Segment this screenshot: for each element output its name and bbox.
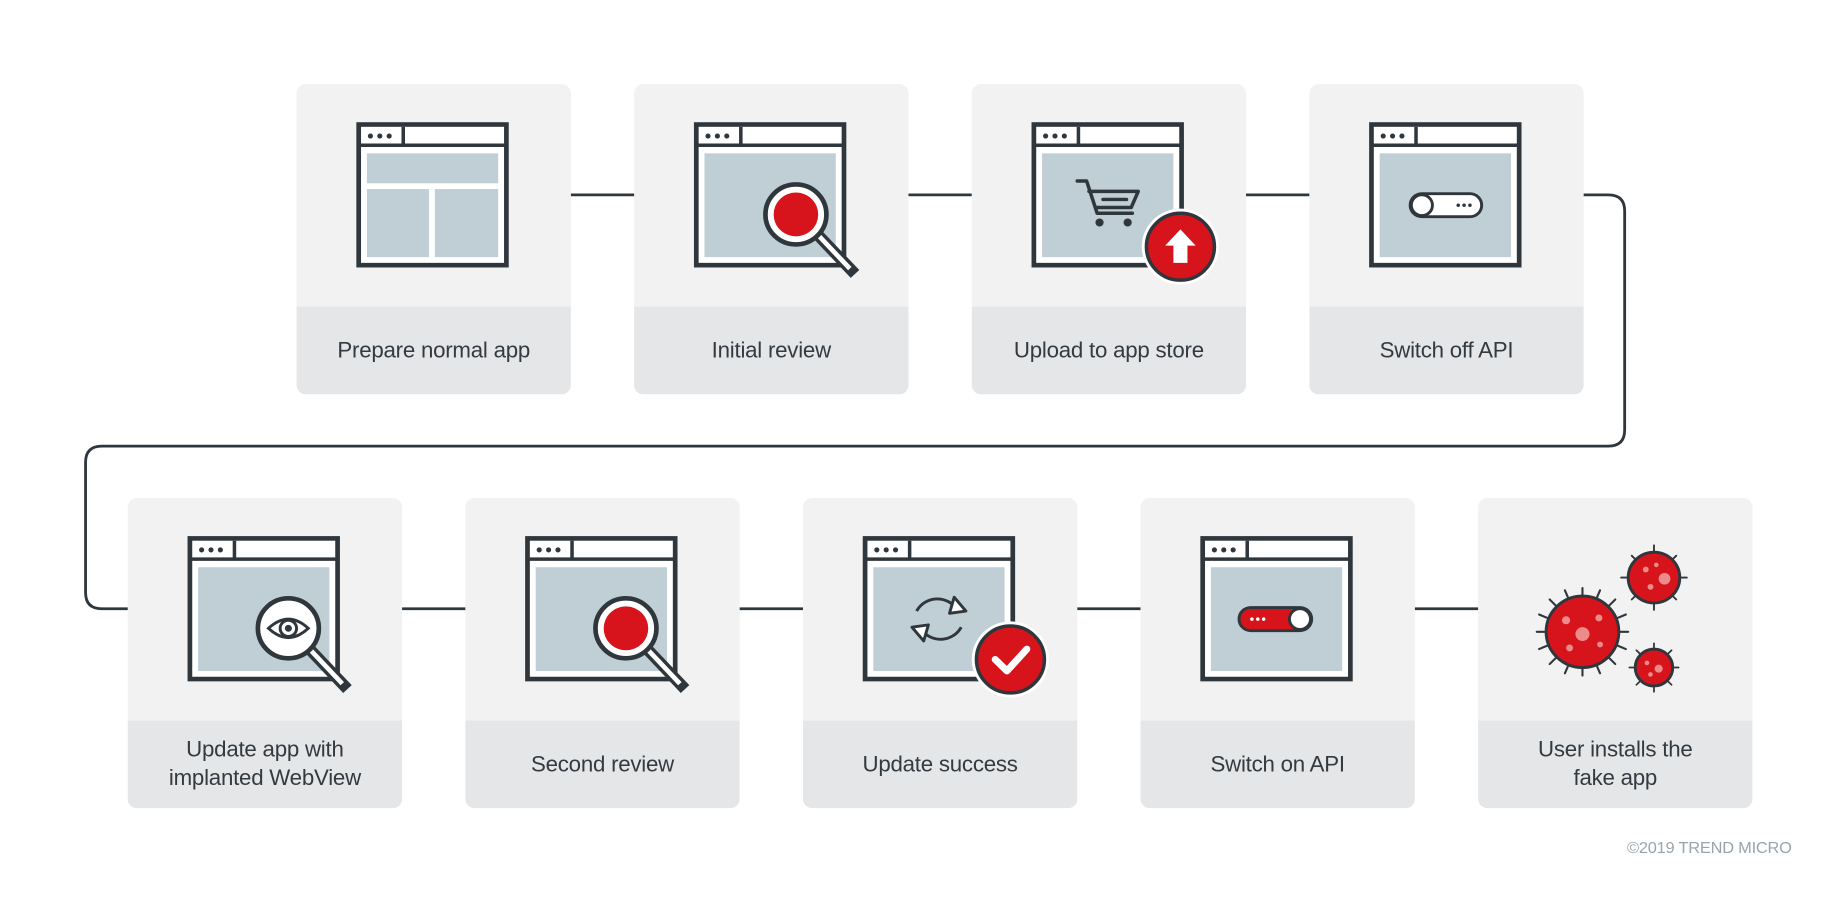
arrow-4-5 xyxy=(84,193,1627,611)
magnifier-window-icon xyxy=(693,122,860,278)
step-card-upload-to-app-store: Upload to app store xyxy=(971,84,1247,395)
step-label-area: Prepare normal app xyxy=(296,306,571,395)
eye-magnifier-window-icon xyxy=(187,536,352,693)
virus-icon xyxy=(1535,544,1688,693)
step-label-area: Switch off API xyxy=(1309,306,1584,395)
step-card-initial-review: Initial review xyxy=(634,84,909,395)
step-card-switch-off-api: Switch off API xyxy=(1309,84,1584,395)
step-label: Switch off API xyxy=(1379,338,1514,363)
check-icon xyxy=(991,645,1031,675)
step-label-area: Second review xyxy=(465,720,740,809)
toggle-on-window-icon xyxy=(1200,536,1353,682)
step-label: Switch on API xyxy=(1210,752,1345,777)
step-label-area: Update success xyxy=(802,720,1078,809)
step-label-area: Initial review xyxy=(634,306,909,395)
step-label: Second review xyxy=(530,752,675,777)
step-label-area: User installs the fake app xyxy=(1478,720,1753,809)
step-label: Prepare normal app xyxy=(337,338,531,363)
step-label: Update success xyxy=(862,752,1018,777)
step-card-switch-on-api: Switch on API xyxy=(1140,498,1415,809)
copyright-text: ©2019 TREND MICRO xyxy=(1627,838,1792,857)
step-label-area: Upload to app store xyxy=(971,306,1247,395)
refresh-check-window-icon xyxy=(862,536,1050,698)
cart-upload-window-icon xyxy=(1031,122,1220,285)
layout-window-icon xyxy=(356,122,509,268)
step-label-area: Update app with implanted WebView xyxy=(127,720,403,809)
step-card-update-success: Update success xyxy=(802,498,1078,809)
upload-arrow-icon xyxy=(1165,229,1196,263)
step-label: Initial review xyxy=(711,338,832,363)
step-card-update-app-with-webview: Update app with implanted WebView xyxy=(127,498,403,809)
step-card-prepare-normal-app: Prepare normal app xyxy=(296,84,571,395)
step-label: Update app with implanted WebView xyxy=(168,737,361,791)
refresh-icon xyxy=(910,595,968,643)
step-label-area: Switch on API xyxy=(1140,720,1415,809)
step-card-second-review: Second review xyxy=(465,498,740,809)
toggle-off-window-icon xyxy=(1369,122,1522,268)
step-label: Upload to app store xyxy=(1013,338,1204,363)
magnifier-window-icon xyxy=(525,536,690,693)
step-card-user-installs-fake-app: User installs the fake app xyxy=(1478,498,1753,809)
step-label: User installs the fake app xyxy=(1538,737,1693,791)
cart-icon xyxy=(1075,179,1140,216)
